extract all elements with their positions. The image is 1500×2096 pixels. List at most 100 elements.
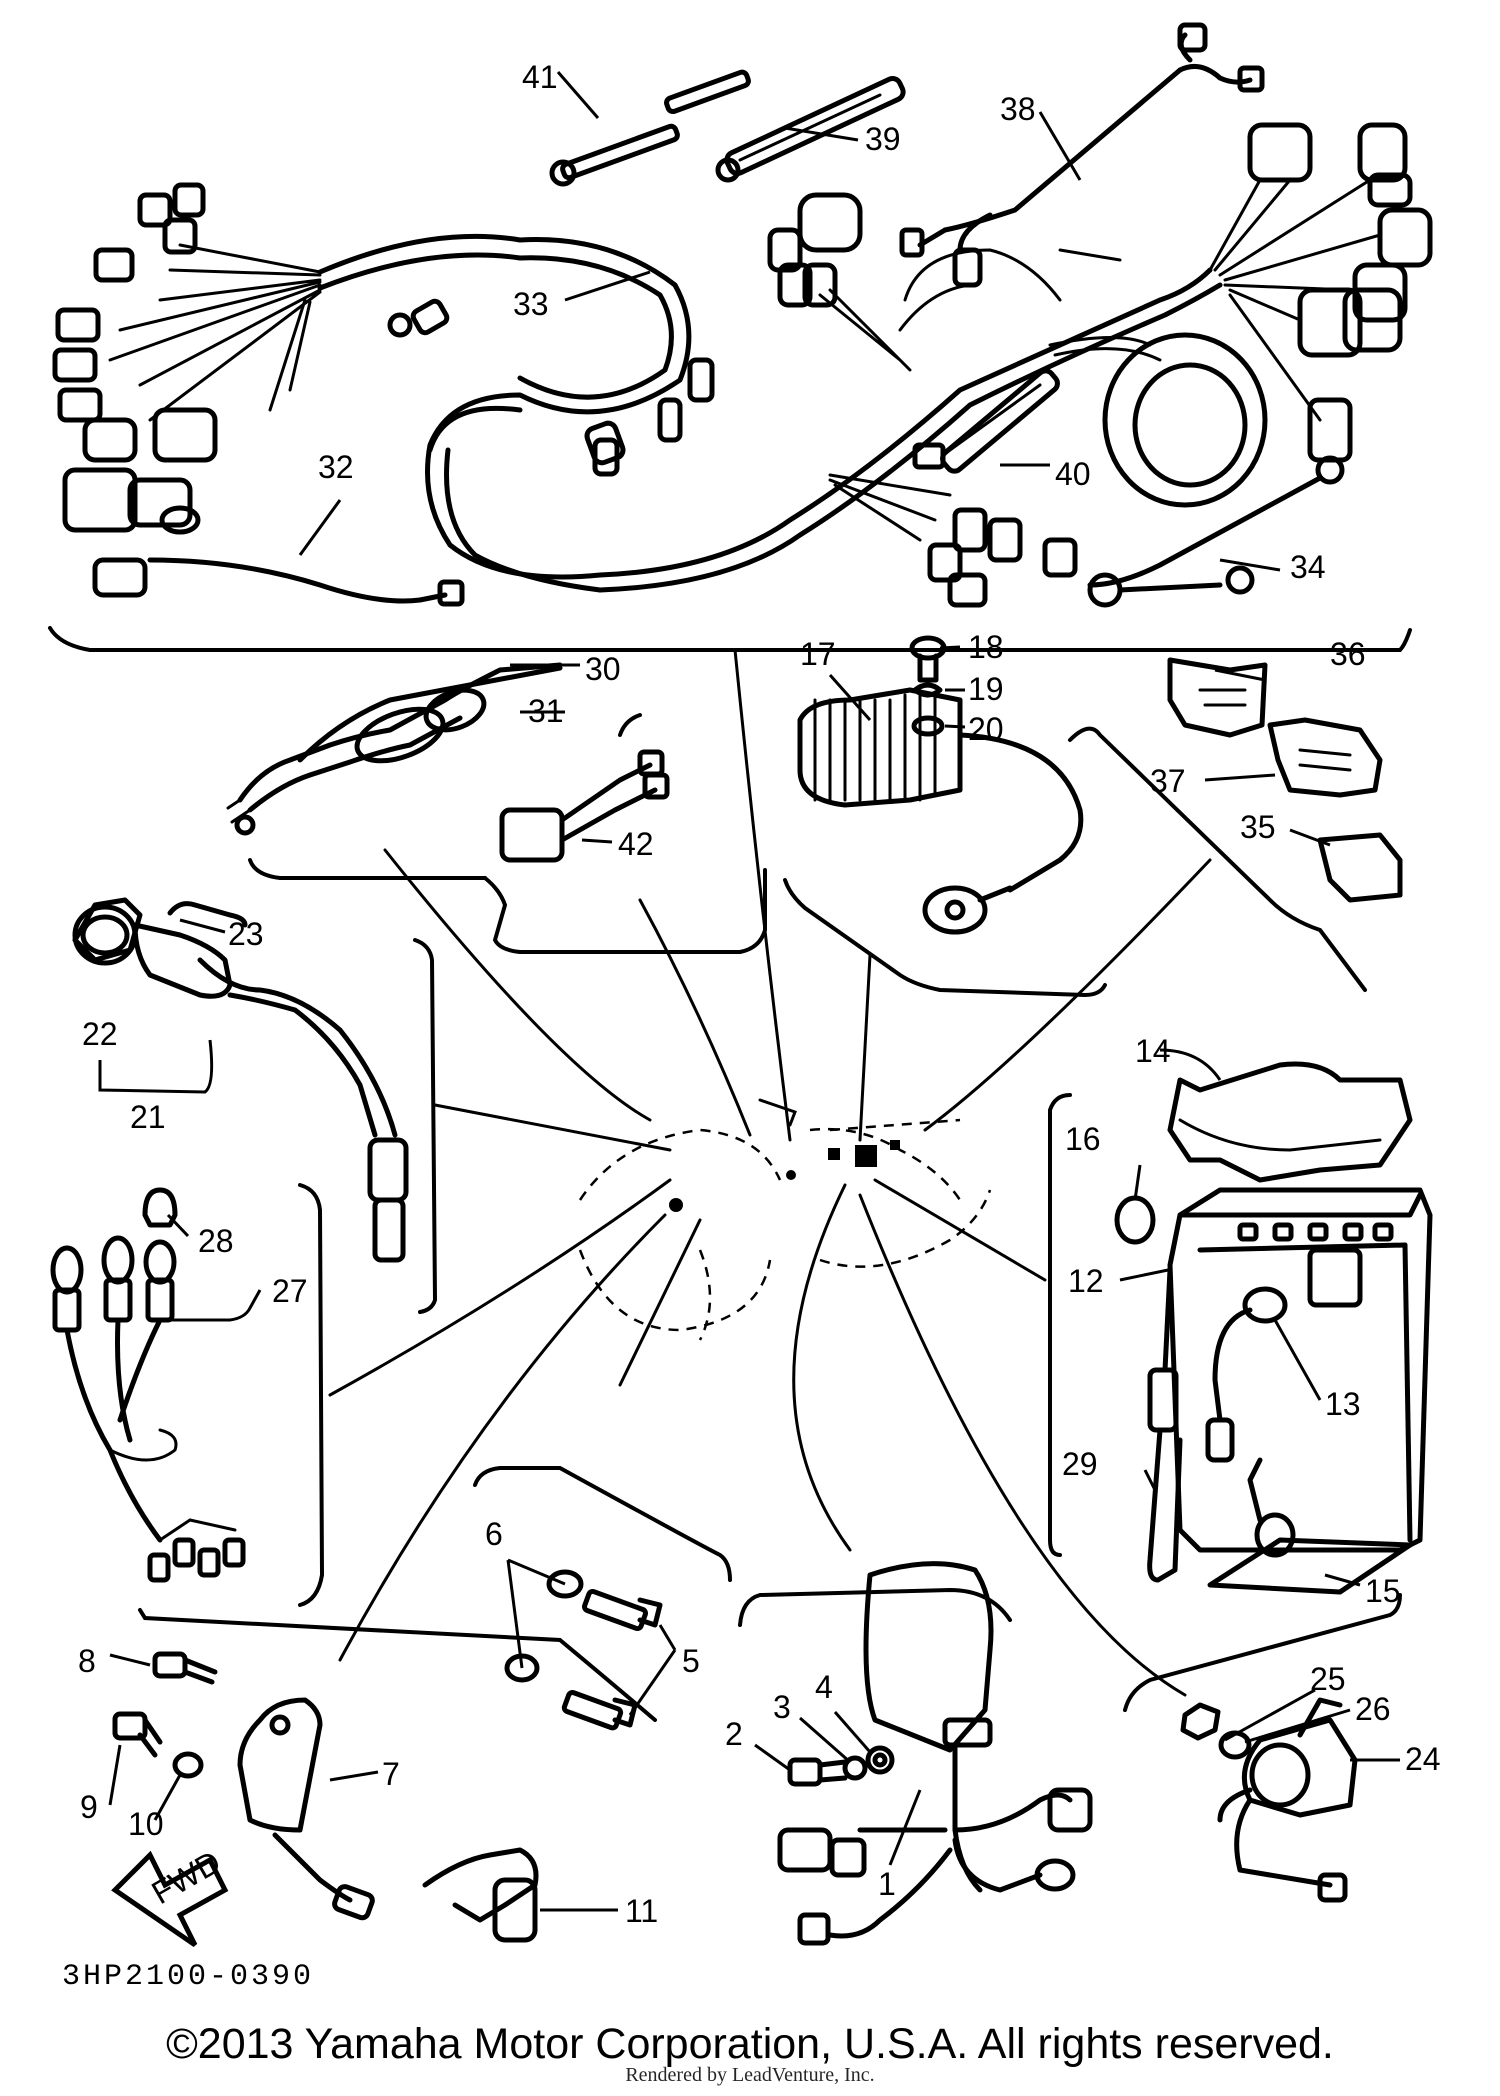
bolt-18 <box>909 635 947 683</box>
group-bracket-21 <box>413 938 438 1314</box>
callout-10: 10 <box>128 1806 164 1842</box>
line-42-to-center <box>638 898 752 1137</box>
lock-washer-19 <box>912 682 943 698</box>
callout-30: 30 <box>585 651 621 687</box>
callout-38: 38 <box>1000 91 1036 127</box>
bolt-8 <box>152 1651 218 1685</box>
callout-9: 9 <box>80 1789 98 1825</box>
callout-35: 35 <box>1240 809 1276 845</box>
connection-lines <box>328 648 1212 1697</box>
render-credit: Rendered by LeadVenture, Inc. <box>625 2064 875 2086</box>
socket-cord-27 <box>50 1235 246 1583</box>
group-bracket-30-31-side <box>618 713 642 737</box>
line-5-to-center <box>618 1218 702 1387</box>
ignition-coil-7 <box>237 1697 375 1921</box>
line-17-to-center <box>858 953 872 1142</box>
line-27-to-center <box>328 1178 672 1397</box>
fwd-arrow: FWD <box>111 1843 229 1948</box>
callout-41: 41 <box>522 59 558 95</box>
line-35-to-center <box>923 858 1212 1132</box>
line-24-to-center <box>858 1193 1187 1697</box>
callout-20: 20 <box>968 711 1004 747</box>
callout-18: 18 <box>968 629 1004 665</box>
callout-8: 8 <box>78 1643 96 1679</box>
sub-harness-38 <box>899 22 1265 288</box>
battery-cover-14 <box>1167 1061 1413 1183</box>
bolt-5 <box>561 1588 663 1731</box>
callout-40: 40 <box>1055 456 1091 492</box>
callout-26: 26 <box>1355 1691 1391 1727</box>
group-bracket-42 <box>483 868 767 954</box>
callout-2: 2 <box>725 1716 743 1752</box>
breather-tube-29 <box>1147 1267 1296 1583</box>
battery-12 <box>1167 1187 1433 1553</box>
leader-lines <box>98 71 1400 1912</box>
washer-26 <box>1218 1730 1252 1760</box>
nut-22 <box>72 904 138 966</box>
nut-25 <box>1180 1702 1221 1741</box>
callout-31: 31 <box>528 693 564 729</box>
washer-6 <box>504 1569 584 1683</box>
callout-39: 39 <box>865 121 901 157</box>
group-bracket-12-29 <box>1048 1093 1072 1557</box>
callout-5: 5 <box>682 1643 700 1679</box>
breather-cap-13 <box>1205 1286 1288 1463</box>
group-bracket-1-4 <box>738 1587 1012 1627</box>
line-1-to-center <box>792 1183 852 1552</box>
callout-13: 13 <box>1325 1386 1361 1422</box>
callout-25: 25 <box>1310 1661 1346 1697</box>
callout-21: 21 <box>130 1099 166 1135</box>
callout-6: 6 <box>485 1516 503 1552</box>
callout-labels: 41 39 38 33 40 32 34 30 31 42 17 18 19 2… <box>78 59 1441 1929</box>
washer-20 <box>911 715 945 737</box>
cover-36 <box>1167 657 1268 738</box>
callout-11: 11 <box>625 1893 658 1929</box>
cover-35 <box>1317 832 1403 903</box>
main-switch-21 <box>72 897 409 1263</box>
cable-tie-41 <box>549 69 751 187</box>
bulb-28 <box>142 1187 178 1228</box>
group-bracket-7-11 <box>138 1608 657 1722</box>
callout-37: 37 <box>1150 763 1186 799</box>
group-bracket-27 <box>298 1183 325 1607</box>
callout-42: 42 <box>618 826 654 862</box>
sub-lead-30-31 <box>226 662 563 836</box>
callout-34: 34 <box>1290 549 1326 585</box>
pad-15 <box>1207 1537 1413 1595</box>
harness-group-bracket <box>48 626 1412 652</box>
washer-10 <box>172 1751 204 1779</box>
bolt-2 <box>787 1757 848 1787</box>
copyright-notice: ©2013 Yamaha Motor Corporation, U.S.A. A… <box>166 2020 1334 2068</box>
cover-37 <box>1267 717 1383 798</box>
group-bracket-17 <box>783 878 1107 998</box>
line-7-to-center <box>338 1213 667 1662</box>
callout-32: 32 <box>318 449 354 485</box>
key-23 <box>167 901 248 928</box>
bolt-9 <box>112 1711 163 1758</box>
wire-harness-33 <box>52 122 1433 608</box>
washer-3 <box>842 1755 868 1781</box>
callout-15: 15 <box>1365 1573 1401 1609</box>
callout-14: 14 <box>1135 1033 1171 1069</box>
callout-36: 36 <box>1330 636 1366 672</box>
frame-outline-sketch <box>578 1098 992 1341</box>
group-bracket-24-26 <box>1123 1593 1402 1712</box>
diagram-code: 3HP2100-0390 <box>62 1960 315 1994</box>
resistor-42 <box>499 749 670 863</box>
line-30-to-center <box>383 848 652 1122</box>
collar-4 <box>865 1745 895 1775</box>
group-bracket-30-31 <box>248 858 487 880</box>
callout-33: 33 <box>513 286 549 322</box>
callout-3: 3 <box>773 1689 791 1725</box>
callout-17: 17 <box>800 636 836 672</box>
callout-12: 12 <box>1068 1263 1104 1299</box>
group-brackets <box>48 626 1412 1722</box>
callout-16: 16 <box>1065 1121 1101 1157</box>
cable-tie-40 <box>912 368 1060 474</box>
callout-27: 27 <box>272 1273 308 1309</box>
rectifier-regulator-17 <box>797 687 1084 935</box>
group-bracket-35-37 <box>1068 726 1367 992</box>
callout-24: 24 <box>1405 1741 1441 1777</box>
line-12-to-center <box>873 1178 1047 1282</box>
